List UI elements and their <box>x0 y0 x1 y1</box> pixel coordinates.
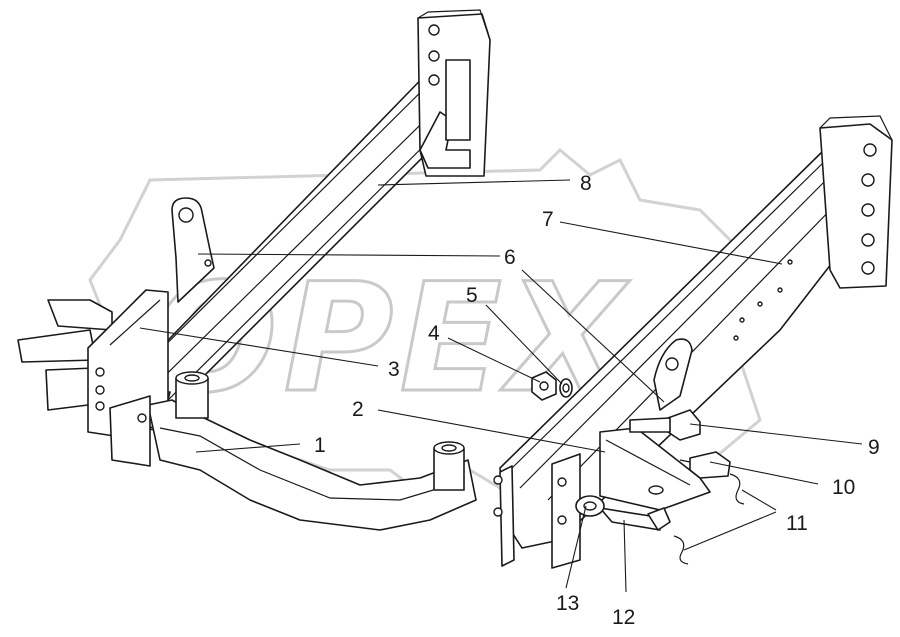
callout-12: 12 <box>612 606 635 629</box>
callout-9: 9 <box>868 436 880 459</box>
part-12-pin <box>599 507 671 531</box>
part-13-roller <box>575 495 605 517</box>
callout-3: 3 <box>388 358 400 381</box>
leader-11a <box>741 489 777 511</box>
part-9-bolt <box>629 409 701 441</box>
callout-4: 4 <box>428 322 440 345</box>
callout-10: 10 <box>832 476 855 499</box>
leader-11b <box>683 511 777 551</box>
callout-8: 8 <box>580 172 592 195</box>
callout-11: 11 <box>786 512 808 535</box>
leader-lines <box>139 179 863 593</box>
leader-4 <box>447 337 541 383</box>
part-8-left-beam <box>109 9 491 431</box>
part-11-clip-upper <box>729 473 745 505</box>
right-beam-end-plate <box>819 123 893 289</box>
part-6-right-lifting-eye <box>653 338 693 411</box>
leader-7 <box>559 221 783 265</box>
leader-6b <box>521 269 665 403</box>
callout-7: 7 <box>542 208 554 231</box>
callout-5: 5 <box>466 284 478 307</box>
part-10-pin <box>679 451 731 479</box>
callout-13: 13 <box>556 592 579 615</box>
callout-labels: 1 2 3 4 5 6 7 8 9 10 11 12 13 <box>314 172 880 629</box>
leader-8 <box>377 179 571 186</box>
leader-6a <box>197 253 501 257</box>
part-5-washer <box>559 378 573 398</box>
leader-13 <box>565 505 587 589</box>
leader-2 <box>377 409 606 453</box>
part-2-right-bracket <box>551 427 711 569</box>
leader-12 <box>623 519 627 593</box>
part-4-nut <box>531 371 557 401</box>
leader-3 <box>139 327 379 367</box>
leader-10 <box>709 461 819 485</box>
leader-1 <box>195 443 301 453</box>
part-1-cross-member <box>109 371 477 531</box>
leader-5 <box>485 304 563 385</box>
callout-6: 6 <box>504 246 516 269</box>
callout-2: 2 <box>352 398 364 421</box>
part-11-clip-lower <box>673 535 689 565</box>
callout-1: 1 <box>314 434 326 457</box>
part-6-left-lifting-eye <box>171 197 215 303</box>
leader-9 <box>689 423 863 445</box>
